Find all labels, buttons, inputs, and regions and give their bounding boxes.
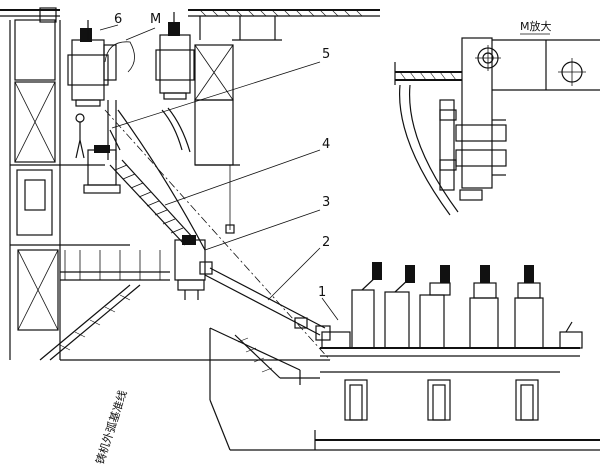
callout-2: 2 bbox=[322, 235, 330, 250]
callout-4: 4 bbox=[322, 137, 330, 152]
callout-leaders bbox=[99, 24, 339, 321]
straightener-stands bbox=[320, 262, 583, 373]
detail-m bbox=[394, 33, 600, 216]
callout-5: 5 bbox=[322, 47, 330, 62]
callout-1: 1 bbox=[318, 285, 326, 300]
bending-unit bbox=[174, 235, 213, 300]
baseline-label: 铸机外弧基准线 bbox=[93, 388, 130, 466]
foundations bbox=[60, 327, 600, 451]
mould-equipment bbox=[83, 129, 121, 194]
callout-m: M bbox=[150, 12, 161, 27]
callout-6: 6 bbox=[114, 12, 122, 27]
withdrawal-line bbox=[204, 267, 331, 341]
callout-3: 3 bbox=[322, 195, 330, 210]
detail-m-title: M放大 bbox=[520, 19, 552, 33]
inclined-strand bbox=[109, 109, 206, 251]
ladle-turret-assembly bbox=[67, 12, 240, 234]
roof-structure bbox=[0, 7, 380, 41]
left-building bbox=[9, 19, 170, 361]
